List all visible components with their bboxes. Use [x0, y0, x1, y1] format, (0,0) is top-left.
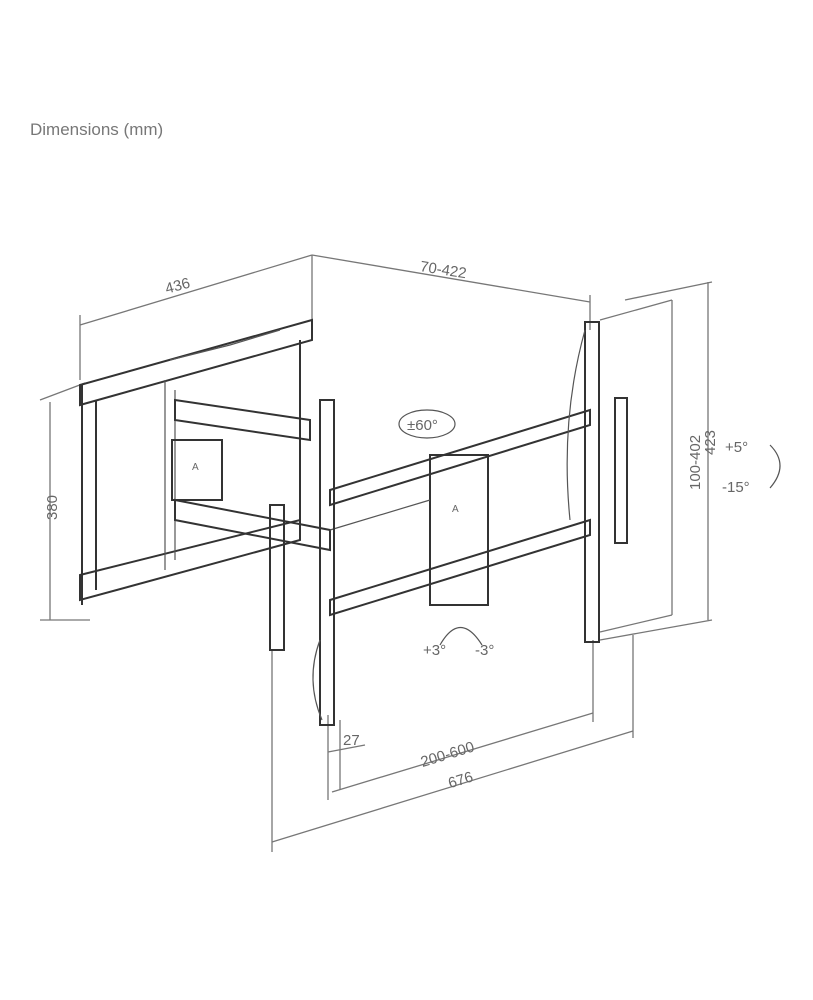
dimension-lines: [39, 254, 713, 852]
label-wall-plate-height: 380: [44, 495, 61, 520]
diagram-title: Dimensions (mm): [30, 120, 164, 139]
label-swivel: ±60°: [407, 417, 438, 434]
label-vesa-vertical: 100-402: [687, 435, 704, 490]
articulating-arms: A A: [171, 398, 591, 617]
wall-plate: [79, 318, 313, 605]
svg-text:A: A: [452, 504, 459, 515]
label-extension: 70-422: [419, 258, 468, 282]
tv-brackets: [269, 321, 628, 726]
rotation-arrows: [398, 409, 781, 646]
label-tilt-down: -15°: [722, 479, 750, 496]
label-tilt-up: +5°: [725, 439, 748, 456]
label-level-minus: -3°: [475, 642, 494, 659]
label-level-plus: +3°: [423, 642, 446, 659]
label-total-width: 676: [446, 769, 475, 793]
label-vesa-horizontal: 200-600: [419, 739, 477, 771]
svg-text:A: A: [192, 462, 199, 473]
label-total-height: 423: [702, 430, 719, 455]
label-profile: 27: [343, 732, 360, 749]
label-wall-plate-width: 436: [163, 275, 192, 298]
